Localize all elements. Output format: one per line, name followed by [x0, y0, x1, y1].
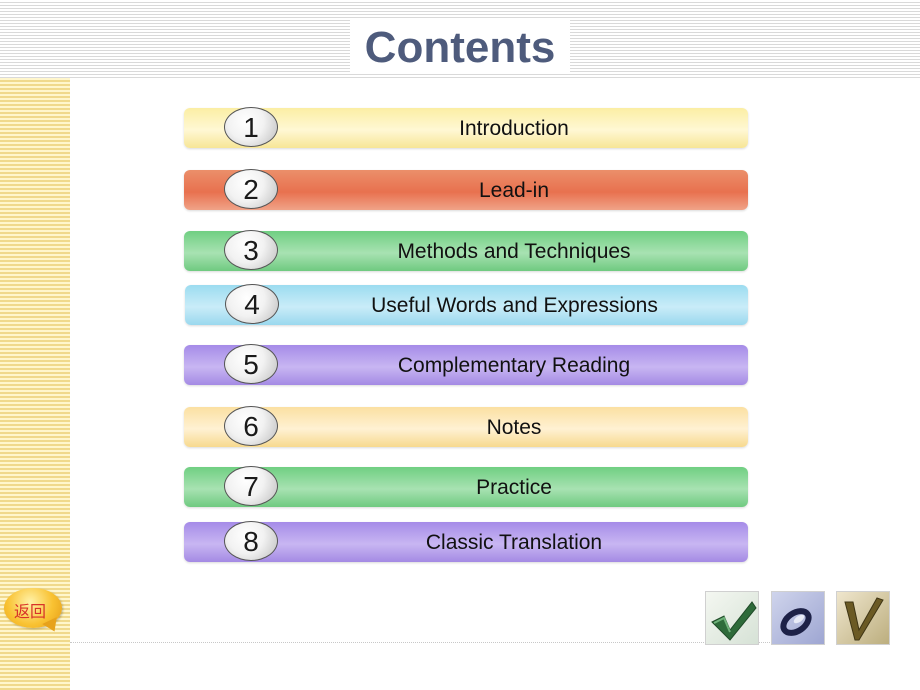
- circle-icon: [780, 608, 812, 636]
- menu-number-badge: 6: [224, 406, 278, 446]
- menu-item-label: Complementary Reading: [397, 354, 631, 377]
- title-backdrop: [350, 18, 570, 74]
- menu-item-notes[interactable]: 6 Notes: [184, 406, 748, 447]
- menu-number-badge: 3: [224, 230, 278, 270]
- menu-item-label: Introduction: [459, 117, 569, 140]
- menu-number-badge: 2: [224, 169, 278, 209]
- menu-item-classic-translation[interactable]: 8 Classic Translation: [184, 521, 748, 562]
- bottom-divider: [70, 642, 770, 643]
- back-button-label: 返回: [13, 602, 46, 621]
- menu-number-badge: 5: [224, 344, 278, 384]
- menu-item-label: Notes: [486, 416, 542, 439]
- checkmark-icon: [711, 601, 757, 641]
- page-title: Contents: [364, 23, 556, 72]
- menu-number-badge: 8: [224, 521, 278, 561]
- menu-item-lead-in[interactable]: 2 Lead-in: [184, 169, 748, 210]
- menu-item-complementary-reading[interactable]: 5 Complementary Reading: [184, 344, 748, 385]
- menu-item-label: Lead-in: [478, 179, 550, 202]
- back-button[interactable]: 返回: [4, 588, 64, 635]
- nav-check-button[interactable]: [705, 591, 759, 645]
- menu-item-label: Methods and Techniques: [397, 240, 631, 263]
- speech-bubble-icon: [4, 588, 62, 628]
- nav-circle-button[interactable]: [771, 591, 825, 645]
- menu-number-badge: 7: [224, 466, 278, 506]
- menu-number-badge: 1: [224, 107, 278, 147]
- menu-item-introduction[interactable]: 1 Introduction: [184, 107, 748, 148]
- menu-item-label: Practice: [476, 476, 552, 499]
- menu-item-useful-words[interactable]: 4 Useful Words and Expressions: [185, 284, 748, 325]
- menu-item-practice[interactable]: 7 Practice: [184, 466, 748, 507]
- menu-item-methods-and-techniques[interactable]: 3 Methods and Techniques: [184, 230, 748, 271]
- nav-v-button[interactable]: [836, 591, 890, 645]
- menu-item-label: Classic Translation: [425, 531, 603, 554]
- menu-number-badge: 4: [225, 284, 279, 324]
- v-letter-icon: [844, 597, 884, 641]
- menu-item-label: Useful Words and Expressions: [371, 294, 658, 317]
